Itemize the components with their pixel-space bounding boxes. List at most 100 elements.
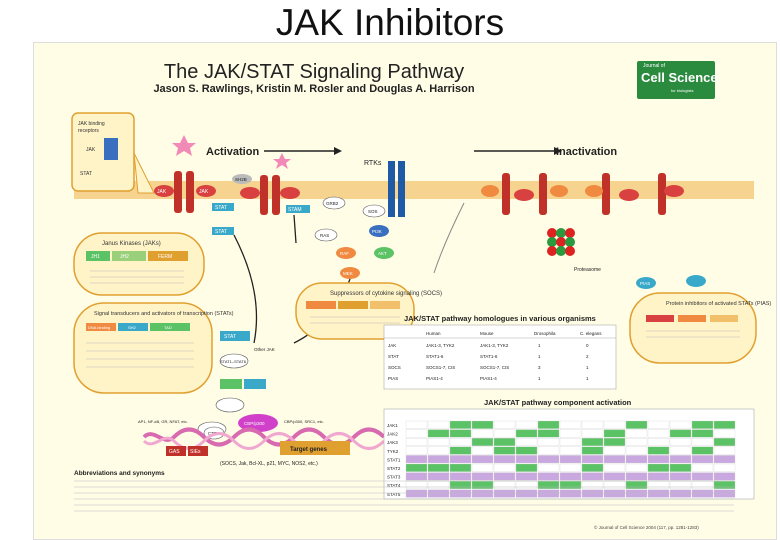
receptor-left-a <box>174 171 182 213</box>
homologues-table: JAK/STAT pathway homologues in various o… <box>383 314 617 390</box>
jak-domain-jh2 <box>112 251 146 261</box>
activation-cell <box>647 438 670 446</box>
activation-cell <box>559 446 582 455</box>
activation-cell <box>449 446 472 455</box>
activation-cell <box>537 455 560 464</box>
stat-domain-tad-label: TAD <box>164 325 172 330</box>
rtks-label: RTKs <box>364 160 382 167</box>
activation-cell <box>625 429 648 438</box>
activation-cell <box>471 489 494 498</box>
activation-cell <box>647 489 670 498</box>
callout-receptor <box>104 138 118 160</box>
activation-cell <box>471 472 494 481</box>
homologues-cell: 0 <box>586 343 589 348</box>
pathway-poster: The JAK/STAT Signaling Pathway Jason S. … <box>33 42 777 540</box>
activation-cell <box>493 446 516 455</box>
activation-cell <box>559 463 582 472</box>
activation-cell <box>603 420 626 429</box>
receptor-mid-a <box>260 175 268 215</box>
activation-cell <box>669 489 692 498</box>
activation-cell <box>669 463 692 472</box>
activation-cell <box>537 429 560 438</box>
activation-cell <box>713 481 736 489</box>
pias-oval-label: PIAS <box>640 281 650 286</box>
jak-oval-6 <box>619 189 639 201</box>
pi3k-oval <box>369 225 389 237</box>
homologues-cell: SOCS1-7, CIS <box>426 365 455 370</box>
activation-cell <box>471 455 494 464</box>
proteasome-unit <box>565 246 575 256</box>
pias-oval-2 <box>686 275 706 287</box>
homologues-cell: 1 <box>538 343 541 348</box>
socs-domain-a <box>306 301 336 309</box>
cofactors-label: CBP/p300, SRC1, etc. <box>284 419 324 424</box>
activation-row-label: STAT2 <box>387 466 401 471</box>
signal-arrow-3 <box>293 214 297 244</box>
activation-cell <box>559 429 582 438</box>
activation-cell <box>427 429 450 438</box>
sies-label: SIEs <box>190 449 201 455</box>
jak-domain-ferm-label: FERM <box>158 254 172 260</box>
stat-pairs-label: STAT1–STAT6 <box>220 359 247 364</box>
activation-cell <box>449 472 472 481</box>
proteasome-unit <box>556 237 566 247</box>
activation-cell <box>647 420 670 429</box>
activation-row-label: JAK1 <box>387 423 398 428</box>
activation-cell <box>603 446 626 455</box>
activation-cell <box>713 420 736 429</box>
activation-row-label: JAK3 <box>387 440 398 445</box>
activation-cell <box>471 481 494 489</box>
sos-label: SOS <box>368 209 378 214</box>
activation-cell <box>493 489 516 498</box>
proteasome-unit <box>556 246 566 256</box>
activation-table: JAK/STAT pathway component activation JA… <box>383 398 755 500</box>
stat-dimer-label: STAT <box>224 334 236 340</box>
akt-label: AKT <box>378 251 387 256</box>
activation-cell <box>691 438 714 446</box>
activation-cell <box>427 438 450 446</box>
activation-cell <box>537 472 560 481</box>
inhibit-arrow <box>433 202 465 274</box>
gas-label: GAS <box>169 449 180 455</box>
pathway-diagram: JAK binding receptors JAK STAT Activatio… <box>71 112 771 530</box>
homologues-cell: STAT1-6 <box>426 354 444 359</box>
pias-callout <box>629 292 757 364</box>
jak-oval-7 <box>664 185 684 197</box>
proteasome-unit <box>556 228 566 238</box>
activation-cell <box>625 446 648 455</box>
proteasome-unit <box>565 237 575 247</box>
jak-oval-4 <box>280 187 300 199</box>
homologues-table-title: JAK/STAT pathway homologues in various o… <box>404 314 596 323</box>
activation-arrowhead <box>334 147 342 155</box>
activation-cell <box>691 429 714 438</box>
homologues-cell: PIAS <box>388 376 398 381</box>
activation-cell <box>625 420 648 429</box>
rtk-b <box>398 161 405 217</box>
activation-cell <box>449 481 472 489</box>
activation-cell <box>493 472 516 481</box>
activation-cell <box>449 420 472 429</box>
activation-cell <box>691 463 714 472</box>
activation-cell <box>449 429 472 438</box>
activation-cell <box>581 438 604 446</box>
activation-cell <box>493 438 516 446</box>
activation-cell <box>603 438 626 446</box>
homologues-table-frame <box>383 324 617 390</box>
activation-cell <box>427 472 450 481</box>
sh2b-oval <box>232 174 252 184</box>
activation-cell <box>713 463 736 472</box>
activation-cell <box>537 438 560 446</box>
activation-cell <box>471 446 494 455</box>
activation-cell <box>405 463 428 472</box>
activation-cell <box>471 420 494 429</box>
ligand-star <box>172 135 196 156</box>
activation-cell <box>515 463 538 472</box>
proteasome <box>547 228 575 256</box>
pias-label: Protein inhibitors of activated STATs (P… <box>666 301 771 307</box>
activation-cell <box>559 438 582 446</box>
homologues-cell: PIAS1-4 <box>480 376 497 381</box>
activation-cell <box>559 481 582 489</box>
activation-cell <box>449 438 472 446</box>
grb2-label: GRB2 <box>326 201 339 206</box>
activation-label: Activation <box>206 146 259 158</box>
